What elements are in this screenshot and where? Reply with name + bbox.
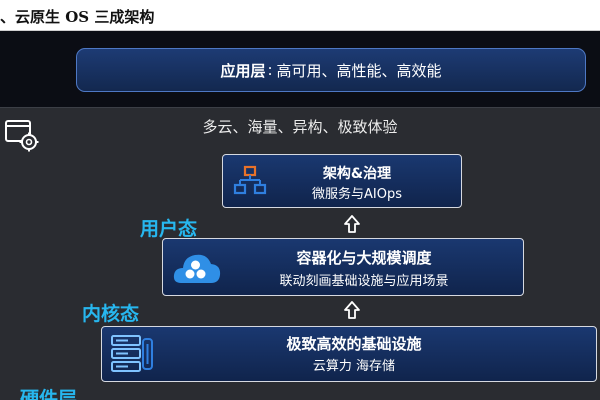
hardware-layer-subtitle: 云算力 海存储 <box>312 359 396 374</box>
hardware-layer-title: 极致高效的基础设施 <box>286 335 422 353</box>
user-space-box: 架构&治理 微服务与AIOps <box>222 154 462 208</box>
user-space-title: 架构&治理 <box>322 166 392 182</box>
user-space-label: 用户态 <box>140 218 198 240</box>
platform-caption: 多云、海量、异构、极致体验 <box>202 118 398 136</box>
server-rack-icon <box>111 335 153 372</box>
application-layer-separator: : <box>267 61 273 79</box>
hardware-layer-label: 硬件层 <box>20 388 78 400</box>
cloud-cluster-icon <box>173 254 221 283</box>
kernel-space-subtitle: 联动刻画基础设施与应用场景 <box>279 274 449 289</box>
platform-panel: 多云、海量、异构、极致体验 架构&治理 微服务与AIOps 用户态 <box>0 107 600 400</box>
application-layer-label: 应用层 <box>220 61 266 80</box>
settings-window-icon <box>5 120 39 152</box>
user-space-subtitle: 微服务与AIOps <box>312 187 402 202</box>
application-layer-box: 应用层 : 高可用、高性能、高效能 <box>76 48 586 92</box>
hardware-layer-box: 极致高效的基础设施 云算力 海存储 <box>101 326 597 382</box>
architecture-diagram: 应用层 : 高可用、高性能、高效能 多云、海量、异构、极致体验 <box>0 31 600 400</box>
application-layer-text: 高可用、高性能、高效能 <box>276 61 442 80</box>
kernel-space-title: 容器化与大规模调度 <box>296 249 432 267</box>
kernel-space-label: 内核态 <box>82 303 140 325</box>
org-structure-icon <box>233 165 267 195</box>
up-arrow-icon <box>344 301 360 319</box>
kernel-space-box: 容器化与大规模调度 联动刻画基础设施与应用场景 <box>162 238 524 296</box>
section-heading: 、云原生 OS 三成架构 <box>0 8 155 26</box>
heading-divider <box>0 30 600 31</box>
up-arrow-icon <box>344 215 360 233</box>
